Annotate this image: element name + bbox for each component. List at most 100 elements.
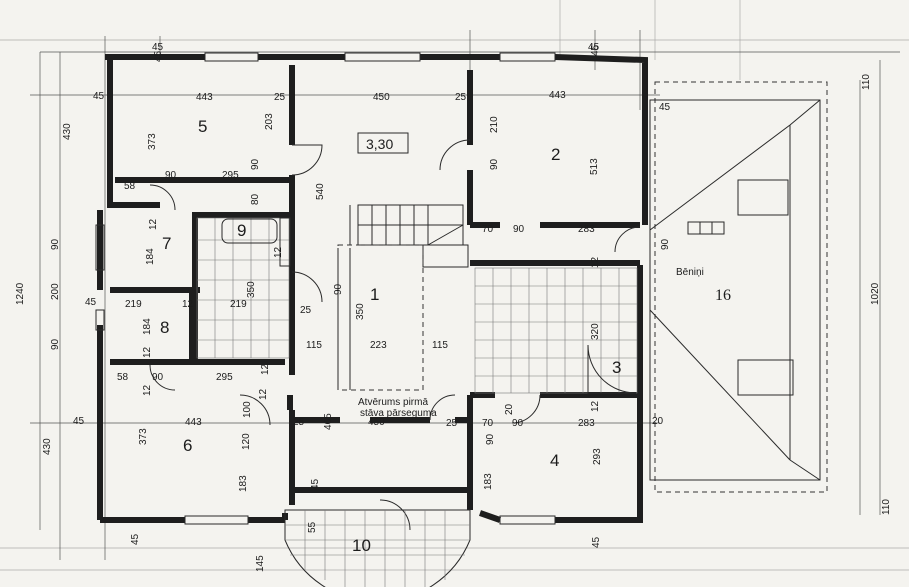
dim-45-e: 45 [310,478,321,490]
stair-opening [337,244,424,391]
room-label-2: 2 [551,145,560,164]
dim-45-mid: 45 [85,297,97,308]
dim-145: 145 [255,555,266,572]
dim-200: 200 [50,283,61,300]
dim-430-top: 430 [62,123,73,140]
dim-110-top: 110 [861,74,872,90]
dim-12-g: 12 [142,384,153,396]
dim-12-e: 12 [142,346,153,358]
staircase [349,204,469,268]
dim-120: 120 [241,433,252,450]
walls [97,54,648,523]
dim-100: 100 [242,401,253,418]
shower-tray [587,344,637,394]
attic-outline [649,81,828,493]
dim-12-a: 12 [148,218,159,230]
dim-320: 320 [590,323,601,340]
room-label-16: 16 [715,287,731,304]
dim-70-b: 70 [482,418,494,429]
dim-183-b: 183 [483,473,494,490]
dim-203: 203 [264,113,275,130]
dim-55: 55 [307,521,318,533]
dim-12-h: 12 [258,388,269,400]
room-label-7: 7 [162,234,171,253]
dimension-labels-vertical: 45 45 110 373 203 210 513 90 90 80 540 1… [15,44,892,572]
dim-373-top: 373 [147,133,158,150]
dim-12-d: 12 [182,299,194,310]
dim-80: 80 [250,193,261,205]
dim-373-bot: 373 [138,428,149,445]
windows [95,52,556,525]
dim-45-left: 45 [93,91,105,102]
dim-70: 70 [482,224,494,235]
dim-283-bot: 283 [578,418,595,429]
room-label-6: 6 [183,436,192,455]
dim-90-d: 90 [513,224,525,235]
room-label-5: 5 [198,117,207,136]
dim-top45a: 45 [152,42,164,53]
dim-45-bot-left: 45 [73,416,85,427]
dim-25-b: 25 [455,92,467,103]
doors [149,139,641,531]
room-label-9: 9 [237,221,246,240]
dim-45-f: 45 [130,533,141,545]
dim-184-a: 184 [145,248,156,265]
dim-45-g: 45 [591,536,602,548]
dim-115-a: 115 [306,340,322,351]
bathroom-3-tiles [474,267,638,394]
dim-219-a: 219 [125,299,142,310]
dim-12-f: 12 [260,363,271,375]
dim-58-bot: 58 [117,372,129,383]
dim-350-bath: 350 [246,281,257,298]
sheet-grid [0,0,909,571]
level-label: 3,30 [366,136,393,152]
dim-295-top: 295 [222,170,239,181]
dim-top45d: 45 [590,44,601,56]
room-label-4: 4 [550,451,559,470]
dim-90-b: 90 [489,158,500,170]
axis-lines [30,30,900,560]
dim-20-a: 20 [504,403,515,415]
dim-183-a: 183 [238,475,249,492]
dim-443-bot: 443 [185,417,202,428]
dim-90-i: 90 [485,433,496,445]
room-label-8: 8 [160,318,169,337]
dim-1020: 1020 [870,282,881,305]
opening-label-line1: Atvērums pirmā [358,397,428,408]
dim-12-c: 12 [590,256,601,268]
room-label-10: 10 [352,536,371,555]
dim-25-e: 25 [446,418,458,429]
dim-90-c: 90 [165,170,177,181]
dim-90-h: 90 [512,418,524,429]
dim-25-c: 25 [300,305,312,316]
dim-90-g: 90 [152,372,164,383]
dim-115-b: 115 [432,340,448,351]
dim-430-bot: 430 [42,438,53,455]
opening-label-line2: stāva pārseguma [360,408,437,419]
dim-90-attic: 90 [660,238,671,250]
dim-293: 293 [592,448,603,465]
dim-25-d: 25 [293,417,305,428]
dim-350: 350 [355,303,366,320]
dim-top45c: 45 [153,50,164,62]
room-label-1: 1 [370,285,379,304]
dim-513: 513 [589,158,600,175]
room-label-3: 3 [612,358,621,377]
dim-223: 223 [370,340,387,351]
dim-90-f: 90 [50,338,61,350]
dim-110-bot: 110 [881,499,892,515]
dim-90-a: 90 [250,158,261,170]
dim-283-top: 283 [578,224,595,235]
dim-443-right: 443 [549,90,566,101]
dim-219-b: 219 [230,299,247,310]
dim-90-left: 90 [50,238,61,250]
dim-20-b: 20 [652,416,664,427]
level-box [357,132,409,154]
dim-12-b: 12 [273,246,284,258]
dim-540: 540 [315,183,326,200]
bathroom-9-tiles [196,217,290,359]
dim-1240: 1240 [15,282,26,305]
dim-184-b: 184 [142,318,153,335]
dim-45-right: 45 [659,102,671,113]
